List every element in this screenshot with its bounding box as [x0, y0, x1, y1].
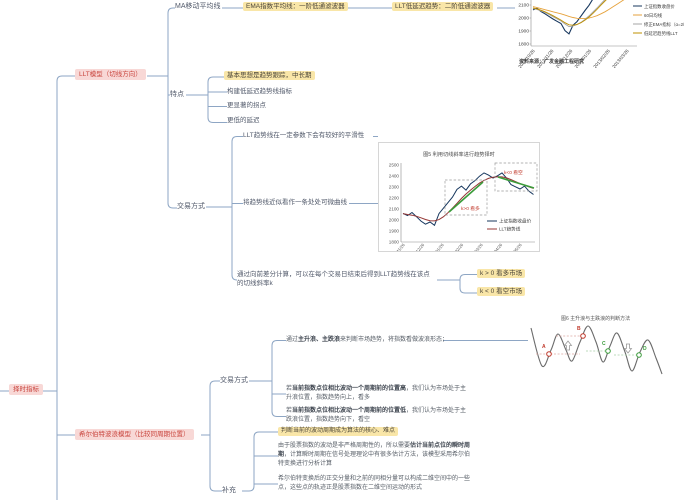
- svg-text:2400: 2400: [389, 174, 400, 179]
- svg-text:A: A: [542, 344, 546, 350]
- node-llt-trading-method[interactable]: 交易方式: [177, 203, 205, 210]
- text-segment: 通过: [286, 337, 299, 343]
- svg-text:资料来源：广发金融工程研究: 资料来源：广发金融工程研究: [519, 58, 584, 65]
- chart-llt-slope-svg: 图5 利用切线斜率进行趋势择时 2500 2400 2300 2200 2100 2000 1…: [389, 150, 538, 251]
- item-orthogonal-components[interactable]: 希尔伯特变换后的正交分量和之前的同相分量可以构成二维空间中的一些点，这些点的轨迹…: [278, 476, 471, 491]
- item-cycle-core-difficulty[interactable]: 判断当前的波动周期成为算法的核心、难点: [278, 427, 399, 436]
- text-segment: 若: [286, 386, 293, 392]
- svg-text:2013/05/26: 2013/05/26: [505, 242, 523, 251]
- node-llt-filter[interactable]: LLT低延迟趋势：二阶低通滤波器: [392, 2, 494, 12]
- svg-text:1800: 1800: [389, 240, 400, 245]
- svg-text:B: B: [577, 326, 581, 332]
- text-segment-bold: 估计当前点位的瞬时周期: [278, 443, 471, 458]
- svg-text:k<0 看空: k<0 看空: [504, 169, 523, 176]
- item-forward-difference-slope[interactable]: 通过向前差分计算，可以在每个交易日结束后得到LLT趋势线在该点的切线斜率k: [237, 271, 430, 288]
- item-differentiable-curve[interactable]: 将趋势线近似看作一条处处可微曲线: [243, 199, 347, 206]
- svg-text:修正EMA指标（α=2/61）: 修正EMA指标（α=2/61）: [644, 21, 684, 28]
- svg-text:2013/02/26: 2013/02/26: [447, 242, 465, 251]
- feature-item-low-delay-indicator[interactable]: 构建低延迟趋势线指标: [227, 88, 292, 95]
- item-position-lower-bearish[interactable]: 若当前指数点位相比波动一个周期前的位置低，我们认为市场处于主跌浪位置，指数趋势向…: [286, 407, 469, 425]
- svg-text:2013/03/26: 2013/03/26: [611, 48, 630, 68]
- text-segment-bold: 主升浪、主跌浪: [298, 337, 341, 343]
- text-segment: ，计算瞬时周期在信号处理理论中有很多估计方法，该模型采用希尔伯特变换进行分析计算: [278, 452, 471, 467]
- feature-item-trend-following[interactable]: 基本思想是趋势跟踪，中长期: [224, 71, 315, 81]
- tag-k-positive-bullish[interactable]: k > 0 看多市场: [477, 269, 526, 279]
- node-hilbert-model[interactable]: 希尔伯特波浪模型（比较同周期位置）: [75, 429, 194, 441]
- node-features[interactable]: 特点: [170, 91, 184, 98]
- svg-text:2100: 2100: [389, 207, 400, 212]
- node-timing-indicators-root[interactable]: 择时指标: [9, 384, 43, 396]
- chart-llt-slope-timing: 图5 利用切线斜率进行趋势择时 2500 2400 2300 2200 2100 2000 1…: [378, 142, 540, 252]
- svg-text:2013/04/26: 2013/04/26: [486, 242, 504, 251]
- node-hilbert-trading-method[interactable]: 交易方式: [220, 377, 248, 384]
- item-position-higher-bullish[interactable]: 若当前指数点位相比波动一个周期前的位置高，我们认为市场处于主升浪位置，指数趋势向…: [286, 385, 469, 403]
- svg-text:上证指数收盘价: 上证指数收盘价: [499, 218, 532, 225]
- svg-text:2013/01/26: 2013/01/26: [427, 242, 445, 251]
- svg-text:2000: 2000: [518, 16, 529, 22]
- svg-text:图6 主升浪与主跌浪的判断方法: 图6 主升浪与主跌浪的判断方法: [561, 315, 630, 322]
- svg-text:k>0 看多: k>0 看多: [461, 205, 480, 212]
- node-llt-model[interactable]: LLT模型（切线方向）: [75, 69, 146, 81]
- svg-text:2013/02/26: 2013/02/26: [592, 48, 611, 68]
- svg-text:2300: 2300: [389, 185, 400, 190]
- svg-text:1900: 1900: [518, 29, 529, 35]
- text-segment: 若: [286, 408, 293, 414]
- svg-text:C: C: [602, 341, 606, 347]
- text-segment: ，我们认为市场处于主升浪位置，指数趋势向上，看多: [286, 386, 467, 401]
- text-segment: 由于股票指数的波动是非严格周期性的，所以需要: [278, 443, 411, 449]
- svg-text:2200: 2200: [389, 196, 400, 201]
- svg-text:D: D: [643, 346, 647, 352]
- feature-item-lower-lag[interactable]: 更低的延迟: [227, 117, 260, 124]
- text-segment-bold: 当前指数点位相比波动一个周期前的位置低: [292, 408, 407, 414]
- svg-text:LLT趋势线: LLT趋势线: [499, 226, 521, 233]
- svg-text:1800: 1800: [518, 42, 529, 48]
- text-segment-bold: 当前指数点位相比波动一个周期前的位置高: [292, 386, 407, 392]
- node-ema-filter[interactable]: EMA指数平均线：一阶低通滤波器: [243, 2, 348, 12]
- node-ma-average[interactable]: MA移动平均线: [175, 3, 221, 10]
- svg-text:2500: 2500: [389, 163, 400, 168]
- item-smoothness[interactable]: LLT趋势线在一定参数下会有较好的平滑性: [243, 132, 365, 139]
- branch-lines: [0, 7, 528, 500]
- svg-text:2013/03/26: 2013/03/26: [466, 242, 484, 251]
- tag-k-negative-bearish[interactable]: k < 0 看空市场: [477, 287, 526, 297]
- svg-text:低延迟趋势线LLT: 低延迟趋势线LLT: [644, 30, 678, 37]
- text-segment: ，我们认为市场处于主跌浪位置，指数趋势向下，看空: [286, 408, 467, 423]
- svg-text:2012/11/26: 2012/11/26: [389, 242, 407, 251]
- svg-text:上证指数收盘价: 上证指数收盘价: [644, 3, 675, 10]
- text-segment: 来判断市场趋势，将指数看做波浪形态；: [340, 337, 449, 343]
- wave-updown-diagram: 图6 主升浪与主跌浪的判断方法 A B C D: [530, 315, 663, 375]
- svg-text:60日均线: 60日均线: [644, 12, 663, 19]
- svg-text:2012/12/26: 2012/12/26: [408, 242, 426, 251]
- feature-item-inflection[interactable]: 更显著的拐点: [227, 102, 266, 109]
- node-supplement[interactable]: 补充: [222, 487, 236, 494]
- svg-text:图5 利用切线斜率进行趋势择时: 图5 利用切线斜率进行趋势择时: [423, 150, 495, 158]
- svg-text:2000: 2000: [389, 218, 400, 223]
- item-wave-judgement[interactable]: 通过主升浪、主跌浪来判断市场趋势，将指数看做波浪形态；: [286, 336, 448, 345]
- svg-text:1900: 1900: [389, 229, 400, 234]
- svg-text:2100: 2100: [518, 3, 529, 9]
- item-instant-period-estimation[interactable]: 由于股票指数的波动是非严格周期性的，所以需要估计当前点位的瞬时周期，计算瞬时周期…: [278, 442, 476, 469]
